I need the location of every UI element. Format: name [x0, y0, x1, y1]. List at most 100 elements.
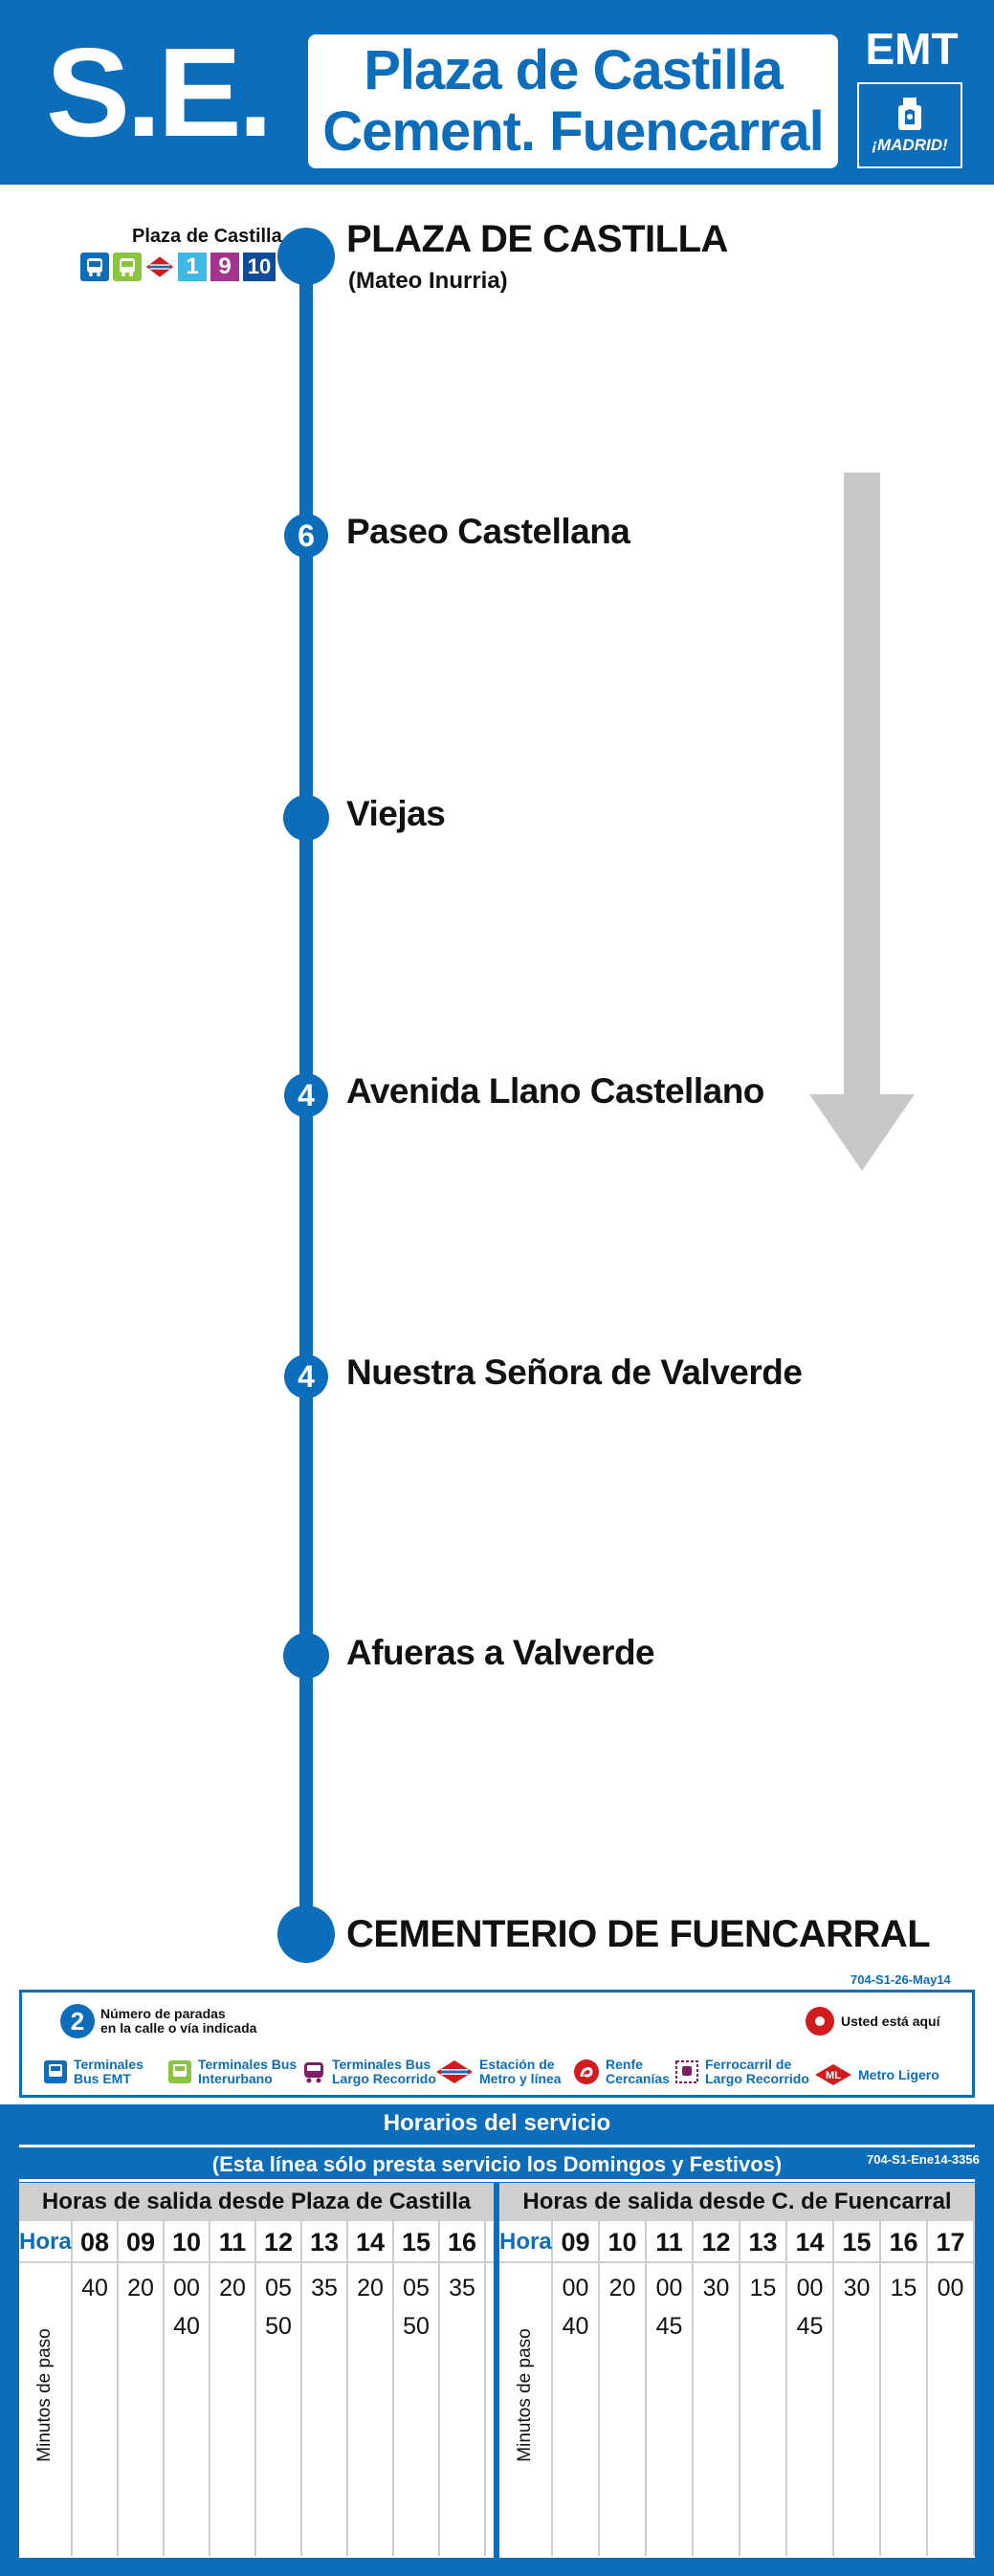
origin-name: Plaza de Castilla — [364, 39, 784, 101]
legend: 2 Número de paradas en la calle o vía in… — [19, 1990, 975, 2098]
minutes-label-column: Minutos de paso — [19, 2263, 73, 2556]
minutes-column: 35 — [440, 2263, 486, 2556]
timetable-code: 704-S1-Ene14-3356 — [867, 2152, 980, 2167]
hour-label: Hora — [19, 2221, 73, 2261]
bus-long-distance-icon — [304, 2062, 323, 2083]
minutes-column: 20 — [348, 2263, 394, 2556]
hour-label: Hora — [499, 2221, 553, 2261]
madrid-text: ¡MADRID! — [872, 136, 948, 154]
stop-name: Avenida Llano Castellano — [346, 1071, 764, 1111]
metro-line-9-badge: 9 — [210, 253, 239, 281]
minute-value: 40 — [562, 2313, 589, 2340]
timetable-rule — [19, 2145, 975, 2147]
legend-line1: Ferrocarril de — [705, 2057, 792, 2072]
minutes-column: 20 — [210, 2263, 256, 2556]
minutes-column: 30 — [834, 2263, 881, 2556]
hour-cell: 10 — [600, 2221, 647, 2261]
you-are-here-icon — [806, 2007, 834, 2036]
hour-cell: 13 — [740, 2221, 787, 2261]
legend-line2: Bus EMT — [74, 2071, 131, 2086]
minute-value: 50 — [265, 2313, 292, 2340]
timetable-heading: Horas de salida desde Plaza de Castilla — [19, 2183, 494, 2221]
hour-cell: 10 — [165, 2221, 210, 2261]
stop-count-badge: 6 — [284, 514, 328, 558]
metro-icon — [436, 2060, 473, 2083]
minutes-column: 35 — [302, 2263, 348, 2556]
stop-subtitle: (Mateo Inurria) — [348, 268, 508, 294]
legend-line2: Metro y línea — [479, 2071, 562, 2086]
stop-name: CEMENTERIO DE FUENCARRAL — [346, 1913, 931, 1955]
legend-stop-count-line2: en la calle o vía indicada — [100, 2020, 257, 2036]
timetable-subtitle: (Esta línea sólo presta servicio los Dom… — [211, 2152, 783, 2176]
legend-number-badge: 2 — [60, 2004, 95, 2038]
bus-emt-icon — [44, 2060, 67, 2083]
legend-stop-count: 2 Número de paradas en la calle o vía in… — [60, 2004, 256, 2038]
minute-value: 40 — [81, 2275, 108, 2301]
minute-value: 00 — [562, 2275, 589, 2301]
minute-value: 45 — [655, 2313, 683, 2340]
stop-marker — [283, 795, 329, 841]
hour-cell: 11 — [210, 2221, 256, 2261]
timetable: Horarios del servicio (Esta línea sólo p… — [0, 2104, 994, 2576]
minutes-column: 40 — [73, 2263, 119, 2556]
minute-value: 50 — [403, 2313, 430, 2340]
minute-value: 05 — [403, 2275, 430, 2301]
timetable-title: Horarios del servicio — [383, 2110, 611, 2136]
legend-line2: Interurbano — [198, 2071, 273, 2086]
connections-label: Plaza de Castilla — [132, 226, 282, 247]
hour-cell: 11 — [647, 2221, 694, 2261]
hour-cell: 08 — [73, 2221, 119, 2261]
madrid-crest-icon — [898, 98, 921, 130]
minutes-label-column: Minutos de paso — [499, 2263, 553, 2556]
stop-name: Afueras a Valverde — [346, 1633, 655, 1672]
minutes-column: 15 — [881, 2263, 928, 2556]
stop-marker — [283, 1633, 329, 1679]
minute-value: 30 — [702, 2275, 730, 2301]
bus-emt-icon — [80, 253, 109, 281]
minute-value: 30 — [843, 2275, 871, 2301]
legend-line2: Largo Recorrido — [705, 2071, 809, 2086]
hour-cell: 09 — [553, 2221, 600, 2261]
minute-value: 00 — [173, 2275, 200, 2301]
minutes-column: 30 — [694, 2263, 740, 2556]
minute-value: 35 — [449, 2275, 475, 2301]
legend-line1: Estación de — [479, 2057, 555, 2072]
stop-count-badge: 4 — [284, 1354, 328, 1398]
stop-name: Viejas — [346, 794, 446, 833]
minute-value: 15 — [749, 2275, 777, 2301]
destination-box: Plaza de Castilla Cement. Fuencarral — [308, 34, 838, 168]
legend-line1: Terminales Bus — [332, 2057, 431, 2072]
minute-value: 20 — [357, 2275, 384, 2301]
bus-interurban-icon — [168, 2060, 191, 2083]
minute-value: 15 — [890, 2275, 917, 2301]
legend-line2: Cercanías — [606, 2071, 670, 2086]
minute-value: 40 — [173, 2313, 200, 2340]
stop-marker-terminal — [277, 228, 335, 285]
minute-value: 05 — [265, 2275, 292, 2301]
legend-line1: Terminales — [74, 2057, 144, 2072]
madrid-logo: ¡MADRID! — [857, 82, 962, 168]
minutes-label: Minutos de paso — [515, 2328, 535, 2462]
minute-value: 20 — [219, 2275, 246, 2301]
minute-value: 35 — [311, 2275, 338, 2301]
long-distance-rail-icon — [675, 2060, 698, 2083]
